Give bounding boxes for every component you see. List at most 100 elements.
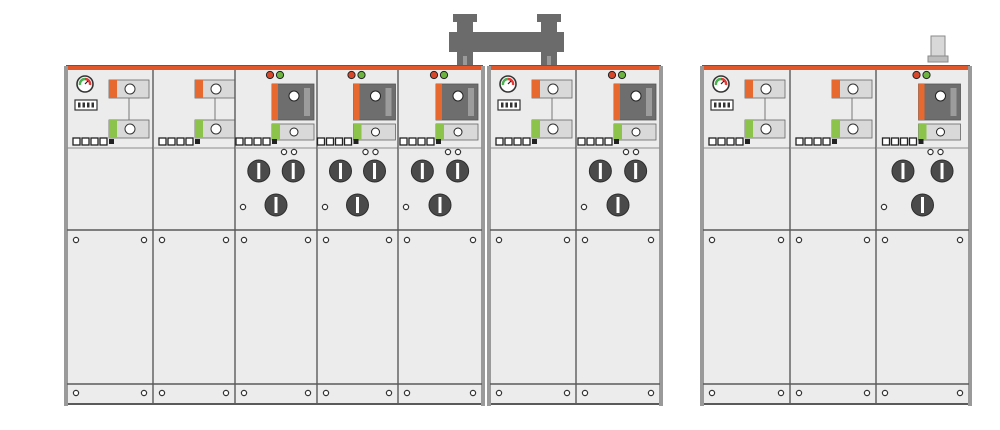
- cabinet-ring-unit-gauge: [703, 75, 790, 397]
- screw-icon: [795, 389, 803, 397]
- op-button: [899, 137, 909, 146]
- op-button: [513, 137, 522, 146]
- mimic-lower-green: [532, 120, 540, 138]
- operating-knob-icon: [911, 193, 934, 217]
- operating-knob-icon: [624, 159, 648, 183]
- op-button: [504, 137, 513, 146]
- indicator-lamp-icon: [912, 70, 931, 80]
- screw-icon: [372, 148, 379, 156]
- operating-knob-icon: [247, 159, 271, 183]
- knob-handle: [921, 197, 924, 213]
- top-strip: [490, 66, 660, 70]
- gauge-red-arc: [720, 77, 728, 86]
- op-button: [158, 137, 167, 146]
- breaker-lower-hole: [453, 127, 463, 137]
- lamp-red: [429, 70, 439, 80]
- cabinet-breaker-unit: [234, 70, 317, 404]
- breaker-hole: [935, 90, 946, 102]
- screw-icon: [403, 236, 411, 244]
- op-button: [586, 137, 595, 146]
- lamp-green: [617, 70, 627, 80]
- mimic-lower-hole: [760, 123, 772, 135]
- op-button: [262, 137, 271, 146]
- cabinet-breaker-unit: [397, 70, 482, 404]
- operating-knob-icon: [410, 159, 434, 183]
- operating-knob-icon: [346, 193, 369, 217]
- screw-icon: [580, 203, 588, 211]
- screw-icon: [385, 236, 393, 244]
- breaker-lower-green: [436, 124, 444, 140]
- mimic-upper-hole: [124, 83, 136, 95]
- screw-icon: [495, 389, 503, 397]
- screw-icon: [140, 389, 148, 397]
- breaker-orange: [614, 84, 620, 120]
- busbar-stem-right: [547, 56, 551, 66]
- knob-handle: [257, 163, 261, 179]
- nameplate-bar: [714, 102, 717, 108]
- screw-icon: [708, 236, 716, 244]
- mimic-lower-green: [745, 120, 753, 138]
- breaker-hole: [630, 90, 642, 102]
- op-button: [708, 137, 717, 146]
- op-button: [72, 137, 81, 146]
- breaker-hole: [452, 90, 464, 102]
- breaker-lower-hole: [631, 127, 641, 137]
- cabinet-group-3: [700, 65, 972, 406]
- busbar-bar: [449, 32, 564, 52]
- breaker-side: [304, 88, 310, 116]
- cable-terminal-icon: [927, 35, 949, 63]
- op-button: [185, 137, 194, 146]
- screw-icon: [647, 389, 655, 397]
- lamp-red: [347, 70, 356, 80]
- button-row-icon: [72, 137, 114, 146]
- breaker-lower-hole: [371, 127, 380, 137]
- op-button: [235, 137, 244, 146]
- operating-knob-icon: [606, 193, 630, 217]
- op-button: [343, 137, 353, 146]
- operating-knob-icon: [281, 159, 305, 183]
- screw-icon: [777, 389, 785, 397]
- screw-icon: [863, 389, 871, 397]
- mimic-switch-icon: [271, 83, 315, 141]
- op-button: [822, 137, 831, 146]
- knob-handle: [373, 163, 377, 179]
- button-row-icon: [577, 137, 619, 146]
- screw-icon: [280, 148, 288, 156]
- operating-knob-icon: [428, 193, 452, 217]
- side-post-right: [481, 66, 485, 406]
- op-button-dark: [436, 139, 441, 144]
- mimic-upper-hole: [847, 83, 859, 95]
- gauge-needle: [84, 80, 89, 85]
- op-button-dark: [832, 139, 837, 144]
- screw-icon: [956, 236, 964, 244]
- gauge-red-arc: [507, 77, 515, 86]
- knob-handle: [634, 163, 638, 179]
- screw-icon: [322, 236, 330, 244]
- button-row-icon: [708, 137, 750, 146]
- screw-icon: [956, 389, 964, 397]
- knob-handle: [598, 163, 602, 179]
- mimic-upper-hole: [547, 83, 559, 95]
- mimic-lower-hole: [547, 123, 559, 135]
- op-button-dark: [745, 139, 750, 144]
- mimic-upper-orange: [195, 80, 203, 98]
- cabinet-ring-unit: [789, 70, 876, 404]
- nameplate-bar: [87, 102, 90, 108]
- op-button: [604, 137, 613, 146]
- mimic-switch-icon: [353, 83, 396, 141]
- mimic-lower-hole: [210, 123, 222, 135]
- side-post-right: [968, 66, 972, 406]
- op-button: [795, 137, 804, 146]
- screw-icon: [563, 236, 571, 244]
- top-strip: [67, 66, 482, 70]
- screw-icon: [469, 236, 477, 244]
- operating-knob-icon: [446, 159, 470, 183]
- cabinet-ring-unit: [152, 70, 236, 404]
- breaker-side: [950, 88, 957, 116]
- op-button: [804, 137, 813, 146]
- terminal-base: [927, 55, 949, 63]
- screw-icon: [880, 203, 888, 211]
- screw-icon: [304, 389, 312, 397]
- breaker-hole: [370, 90, 381, 102]
- side-post-left: [487, 66, 491, 406]
